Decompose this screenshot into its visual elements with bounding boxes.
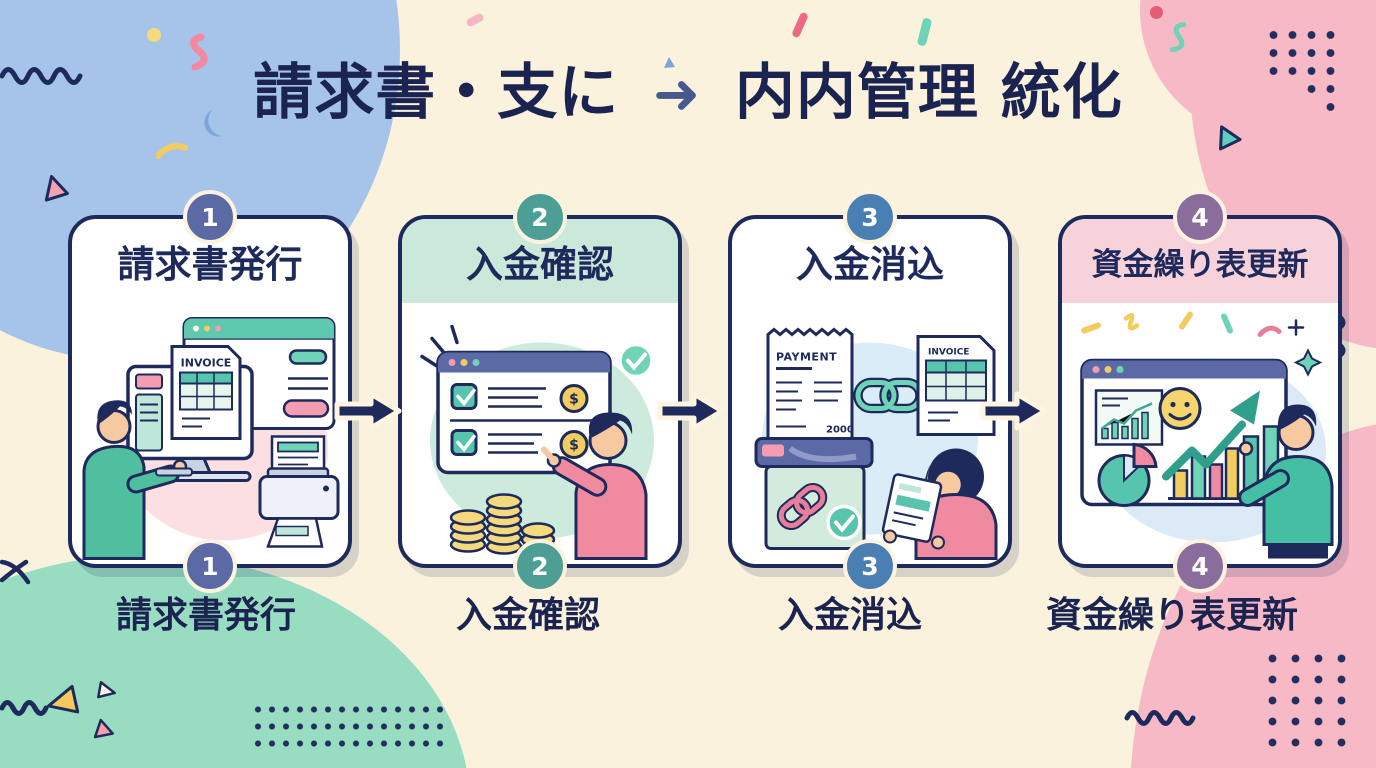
- step-3-bottom-label: 入金消込: [777, 595, 922, 636]
- person-at-desk-icon: [82, 400, 193, 560]
- flow-arrow-1: [333, 388, 405, 434]
- pointing-woman-icon: [541, 412, 648, 560]
- pie-chart-icon: [1097, 442, 1158, 507]
- step-2-title: 入金確認: [466, 243, 614, 286]
- checklist-window-icon: $ $: [436, 350, 612, 475]
- step-1-illustration: INVOICE: [72, 303, 348, 564]
- payment-label: PAYMENT: [776, 351, 837, 364]
- page-title-left: 請求書・支に: [253, 58, 620, 128]
- flow-arrow-2: [656, 388, 728, 434]
- step-card-2: 2 入金確認 $: [398, 190, 682, 593]
- invoice-label: INVOICE: [181, 357, 232, 370]
- smiley-face-icon: [1158, 387, 1202, 430]
- scribble-icon: [0, 559, 31, 585]
- step-3-header: 入金消込: [732, 219, 1008, 303]
- step-4-title: 資金繰り表更新: [1091, 246, 1309, 283]
- step-3-illustration: PAYMENT 2000: [732, 303, 1008, 564]
- dot-grid-top-right: [1264, 26, 1340, 80]
- green-squiggle-icon: [1169, 22, 1187, 53]
- step-1-number-badge-top: 1: [183, 190, 237, 244]
- red-dot-icon: [1150, 6, 1163, 19]
- step-2-number-badge-top: 2: [513, 190, 567, 244]
- amount-label: 2000: [826, 425, 854, 436]
- confetti-icons: [1081, 311, 1323, 377]
- step-2-bottom-label: 入金確認: [455, 595, 600, 636]
- cashflow-dashboard-illustration: [1080, 311, 1334, 559]
- wave-squiggle-bottom-icon: [1124, 710, 1196, 726]
- crescent-icon: [204, 110, 222, 137]
- invoice-issuing-illustration: INVOICE: [82, 317, 340, 560]
- step-4-illustration: [1062, 303, 1338, 564]
- invoice-document-icon: INVOICE: [170, 345, 242, 440]
- pink-triangle-bl-icon: [93, 718, 114, 739]
- flow-arrow-3: [979, 388, 1051, 434]
- growth-arrow-icon: [1162, 390, 1260, 481]
- step-1-header: 請求書発行: [72, 219, 348, 303]
- dot-grid-top-right-partial: [1302, 80, 1340, 98]
- invoice-document-icon: INVOICE: [916, 335, 996, 436]
- step-4-number-badge-top: 4: [1173, 190, 1227, 244]
- pink-chain-link-icon: [776, 483, 828, 530]
- dot-grid-bottom-right: [1261, 648, 1353, 753]
- step-card-3: 3 入金消込 PAYMENT 2000: [728, 190, 1012, 593]
- sparkle-lines-icon: [420, 324, 459, 368]
- step-1-title: 請求書発行: [117, 243, 303, 286]
- yellow-triangle-icon: [47, 684, 80, 714]
- white-triangle-icon: [97, 681, 117, 699]
- check-badge-icon: [826, 504, 862, 541]
- dollar-coin-icon: $: [569, 392, 579, 408]
- pink-tick-icon: [465, 12, 485, 28]
- payment-receipt-icon: PAYMENT 2000: [766, 327, 854, 450]
- step-card-4: 4 資金繰り表更新: [1058, 190, 1342, 593]
- dot-grid-top-right-single: [1321, 98, 1340, 116]
- invoice-label: INVOICE: [928, 348, 969, 358]
- teal-slash-icon: [916, 17, 933, 47]
- step-3-number-badge-bottom: 3: [843, 539, 897, 593]
- step-3-title: 入金消込: [796, 243, 944, 286]
- check-badge-icon: [618, 342, 654, 379]
- yellow-curve-icon: [156, 143, 188, 159]
- teal-play-triangle-icon: [1219, 125, 1242, 151]
- printer-icon: [258, 435, 340, 548]
- dollar-coin-icon-2: $: [569, 438, 579, 454]
- step-4-bottom-label: 資金繰り表更新: [1045, 595, 1298, 636]
- dot-grid-bottom-center: [251, 701, 447, 751]
- page-title-right: 内内管理 統化: [734, 58, 1123, 128]
- presenting-man-icon: [1238, 404, 1334, 559]
- payment-check-illustration: $ $: [420, 324, 654, 560]
- steps-row: 1 請求書発行: [68, 190, 1342, 593]
- step-4-number-badge-bottom: 4: [1173, 539, 1227, 593]
- step-card-1: 1 請求書発行: [68, 190, 352, 593]
- blue-triangle-icon: [664, 57, 675, 68]
- reading-woman-icon: [881, 448, 998, 560]
- pink-squiggle-icon: [190, 33, 208, 71]
- wave-squiggle-icon: [0, 67, 83, 85]
- title-arrow-icon: ➜: [653, 62, 702, 127]
- page-title: 請求書・支に ➜ 内内管理 統化: [0, 44, 1376, 131]
- wave-squiggle-bl-icon: [0, 700, 49, 716]
- mini-line-chart-icon: [1094, 389, 1164, 446]
- red-slash-icon: [791, 11, 809, 39]
- step-2-illustration: $ $: [402, 303, 678, 564]
- step-2-number-badge-bottom: 2: [513, 539, 567, 593]
- step-1-bottom-label: 請求書発行: [115, 595, 296, 636]
- step-3-number-badge-top: 3: [843, 190, 897, 244]
- pink-triangle-icon: [44, 174, 69, 202]
- step-1-number-badge-bottom: 1: [183, 539, 237, 593]
- reconciliation-illustration: PAYMENT 2000: [754, 327, 998, 560]
- yellow-dot-icon: [147, 28, 161, 42]
- bottom-labels-row: 請求書発行 入金確認 入金消込 資金繰り表更新: [68, 586, 1310, 638]
